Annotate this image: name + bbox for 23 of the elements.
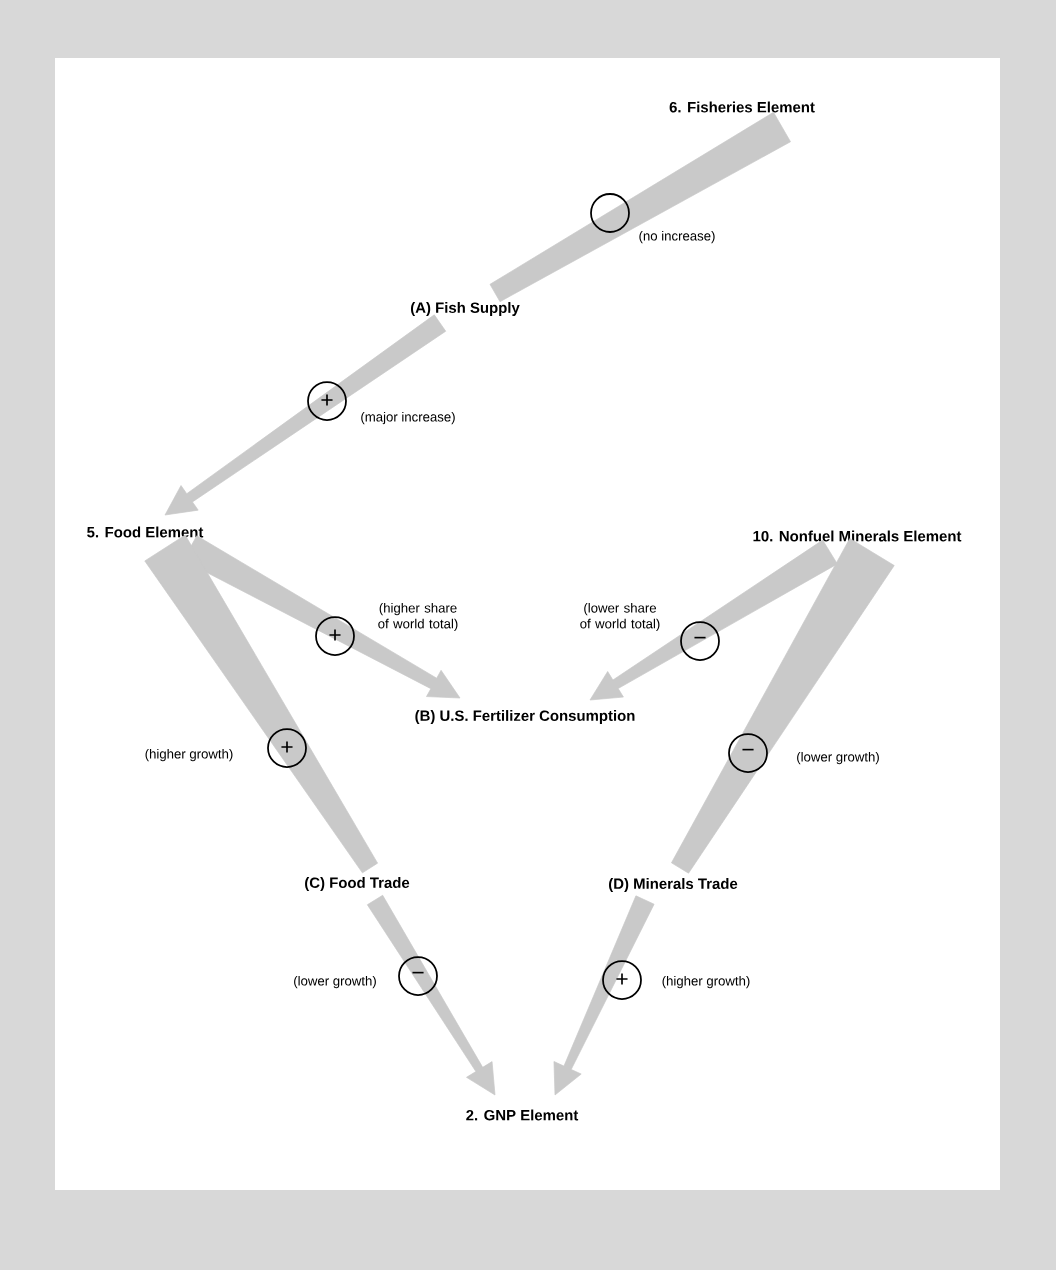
element-label: 6. Fisheries Element (669, 101, 815, 113)
arrow (553, 895, 655, 1096)
edge-label: (lower growth) (294, 975, 376, 989)
arrow (367, 894, 496, 1096)
element-label: (C) Food Trade (305, 877, 410, 891)
arrow (589, 539, 838, 701)
edge-label: (lower share of world total) (580, 602, 660, 632)
arrow (144, 534, 378, 874)
edge-label: (higher growth) (662, 975, 750, 989)
element-label: (B) U.S. Fertilizer Consumption (415, 710, 635, 724)
edge-label: (no increase) (639, 230, 715, 244)
element-label: 2. GNP Element (466, 1109, 579, 1121)
edge-label: (higher share of world total) (378, 602, 458, 632)
element-label: (D) Minerals Trade (609, 878, 738, 892)
arrow (489, 111, 791, 302)
element-label: 10. Nonfuel Minerals Element (753, 530, 962, 542)
edge-label: (lower growth) (797, 751, 879, 765)
edge-label: (major increase) (361, 411, 455, 425)
arrow (164, 314, 447, 516)
edge-label: (higher growth) (145, 748, 233, 762)
element-label: 5. Food Element (87, 526, 204, 538)
element-label: (A) Fish Supply (411, 302, 520, 316)
arrow (671, 538, 895, 874)
